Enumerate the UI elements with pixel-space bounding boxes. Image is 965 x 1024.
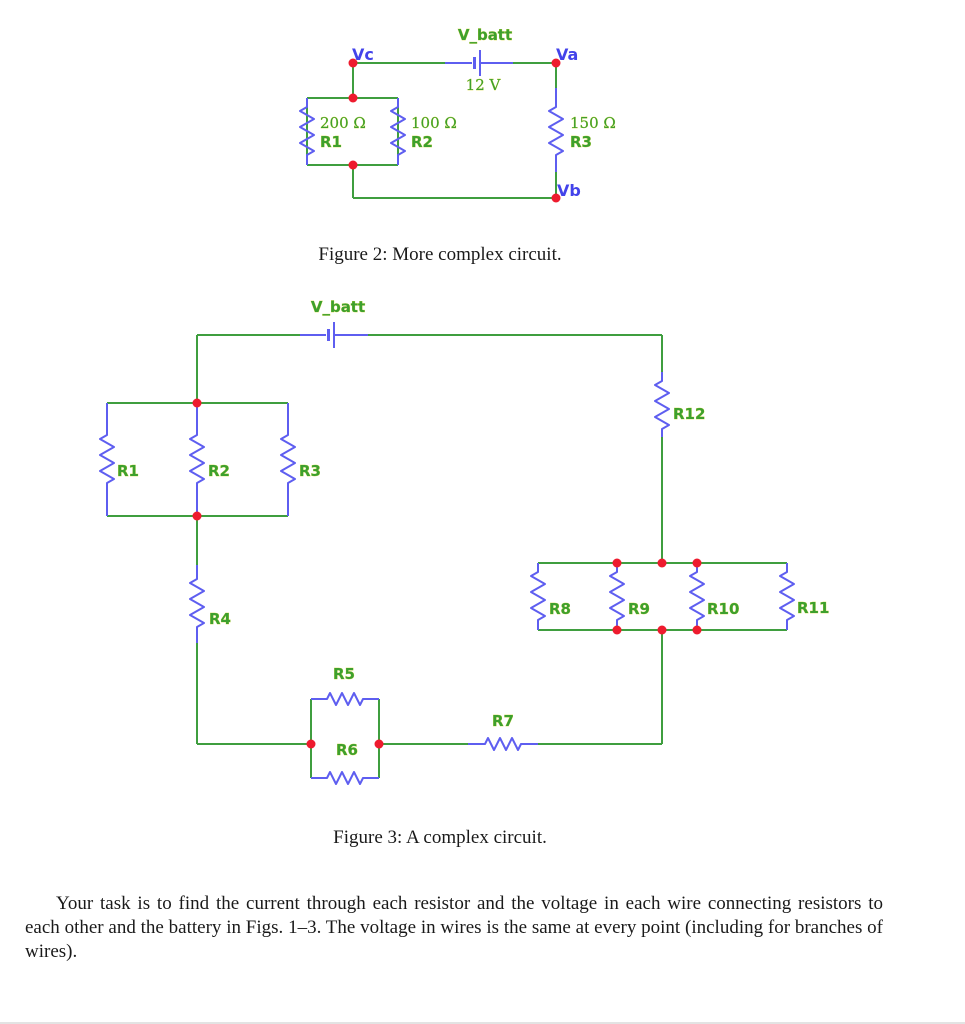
resistor-symbol-fig3-r3 <box>280 403 296 516</box>
resistor-label-fig3-r9: R9 <box>628 600 650 618</box>
resistor-label-fig2-r2: R2 <box>411 133 433 151</box>
node-label-vb: Vb <box>557 181 581 200</box>
task-paragraph: Your task is to find the current through… <box>25 893 883 962</box>
resistor-symbol-fig3-r4 <box>189 565 205 643</box>
resistor-label-fig3-r5: R5 <box>333 665 355 683</box>
resistor-value-fig2-r1: 200 Ω <box>320 114 366 132</box>
resistor-symbol-fig3-r12 <box>654 372 670 437</box>
resistor-label-fig2-r1: R1 <box>320 133 342 151</box>
resistor-symbol-fig2-r2 <box>390 98 406 165</box>
battery-symbol-figure2 <box>445 50 513 76</box>
resistor-label-fig3-r8: R8 <box>549 600 571 618</box>
resistor-symbol-fig2-r1 <box>299 98 315 165</box>
resistor-symbol-fig3-r2 <box>189 403 205 516</box>
resistor-label-fig3-r12: R12 <box>673 405 705 423</box>
node-label-va: Va <box>556 45 578 64</box>
resistor-symbol-fig3-r11 <box>779 563 795 630</box>
figure3-caption: Figure 3: A complex circuit. <box>333 827 547 848</box>
resistor-label-fig3-r6: R6 <box>336 741 358 759</box>
resistor-symbol-fig3-r6 <box>311 771 379 785</box>
resistor-symbol-fig3-r5 <box>311 692 379 706</box>
resistor-label-fig3-r10: R10 <box>707 600 739 618</box>
resistor-label-fig3-r4: R4 <box>209 610 231 628</box>
battery-symbol-figure3 <box>300 322 368 348</box>
resistor-symbol-fig3-r9 <box>609 563 625 630</box>
resistor-symbol-fig3-r7 <box>468 737 538 751</box>
battery-value-label: 12 V <box>466 76 502 94</box>
resistor-label-fig3-r11: R11 <box>797 599 829 617</box>
resistor-label-fig3-r2: R2 <box>208 462 230 480</box>
net-label-vbatt-fig2: V_batt <box>458 26 512 44</box>
page-bottom-edge <box>0 1022 965 1024</box>
figure2-junction-dots <box>348 58 561 203</box>
resistor-label-fig3-r7: R7 <box>492 712 514 730</box>
figure3-schematic: V_batt R1 R2 R3 R4 R5 R6 R7 R8 R9 R10 R1… <box>99 298 830 785</box>
figure2-schematic: V_batt 12 V Vc Va Vb 200 Ω R1 100 Ω R2 1… <box>299 26 616 203</box>
node-label-vc: Vc <box>352 45 374 64</box>
net-label-vbatt-fig3: V_batt <box>311 298 365 316</box>
resistor-label-fig2-r3: R3 <box>570 133 592 151</box>
resistor-label-fig3-r1: R1 <box>117 462 139 480</box>
figure3-junction-dots <box>192 398 702 749</box>
resistor-symbol-fig3-r8 <box>530 563 546 630</box>
figure3-wires <box>107 334 787 778</box>
resistor-value-fig2-r3: 150 Ω <box>570 114 616 132</box>
resistor-symbol-fig2-r3 <box>548 88 564 172</box>
figure2-caption: Figure 2: More complex circuit. <box>318 244 562 265</box>
resistor-value-fig2-r2: 100 Ω <box>411 114 457 132</box>
resistor-label-fig3-r3: R3 <box>299 462 321 480</box>
resistor-symbol-fig3-r10 <box>689 563 705 630</box>
resistor-symbol-fig3-r1 <box>99 403 115 516</box>
